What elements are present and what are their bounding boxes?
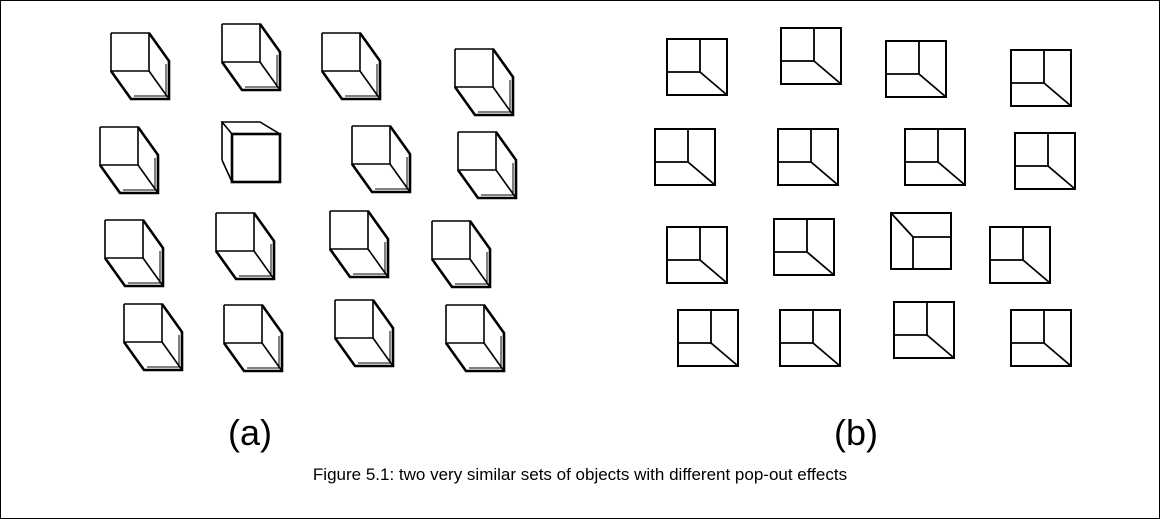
panel-a-group [98,23,518,373]
cube-icon [333,299,395,368]
square-glyph-icon [677,309,739,367]
figure-panels [98,23,1076,373]
square-glyph-icon [666,38,728,96]
square-glyph-icon [893,301,955,359]
square-glyph-icon [1010,309,1072,367]
square-glyph-icon-flipped [890,212,952,270]
panel-b-group [654,27,1076,367]
cube-icon [220,23,282,92]
square-glyph-icon [989,226,1051,284]
square-glyph-icon [777,128,839,186]
square-glyph-icon [666,226,728,284]
cube-icon [222,304,284,373]
cube-icon [430,220,492,289]
cube-icon [103,219,165,288]
cube-icon-flipped [220,121,282,184]
cube-icon [214,212,276,281]
cube-icon [98,126,160,195]
cube-icon [328,210,390,279]
panel-b-label: (b) [834,412,878,453]
cube-icon [109,32,171,101]
cube-icon [453,48,515,117]
square-glyph-icon [904,128,966,186]
square-glyph-icon [779,309,841,367]
cube-icon [122,303,184,372]
cube-icon [444,304,506,373]
cube-icon [320,32,382,101]
square-glyph-icon [1014,132,1076,190]
panel-a-label: (a) [228,412,272,453]
square-glyph-icon [654,128,716,186]
square-glyph-icon [885,40,947,98]
cube-icon [456,131,518,200]
square-glyph-icon [773,218,835,276]
square-glyph-icon [1010,49,1072,107]
square-glyph-icon [780,27,842,85]
cube-icon [350,125,412,194]
figure-caption: Figure 5.1: two very similar sets of obj… [312,465,848,484]
